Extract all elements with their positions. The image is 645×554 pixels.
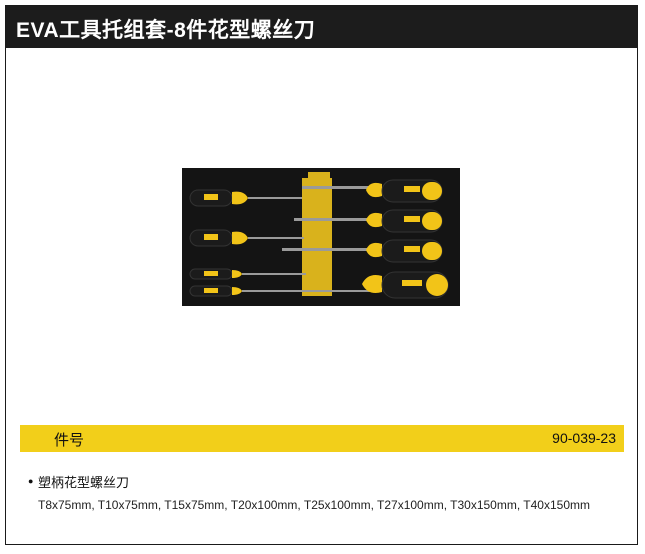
spec-name: 塑柄花型螺丝刀 (38, 475, 130, 490)
screwdriver-right-1 (302, 179, 443, 203)
screwdriver-left-4 (189, 285, 372, 297)
title-bar: EVA工具托组套-8件花型螺丝刀 (6, 6, 637, 48)
part-number-value: 90-039-23 (552, 430, 616, 446)
screwdriver-right-4 (362, 271, 449, 299)
bullet-icon: ● (28, 476, 34, 486)
part-number-bar: 件号 90-039-23 (20, 425, 624, 452)
screwdriver-left-1 (189, 189, 302, 207)
screwdriver-right-2 (294, 209, 443, 233)
part-number-label: 件号 (54, 432, 85, 449)
tray-center-strip (302, 178, 332, 296)
screwdriver-right-3 (282, 239, 443, 263)
page-title: EVA工具托组套-8件花型螺丝刀 (16, 19, 316, 42)
screwdriver-left-2 (189, 229, 304, 247)
product-image (182, 168, 460, 306)
spec-sizes: T8x75mm, T10x75mm, T15x75mm, T20x100mm, … (38, 498, 590, 512)
product-card: EVA工具托组套-8件花型螺丝刀 (5, 5, 638, 545)
screwdriver-left-3 (189, 268, 306, 280)
